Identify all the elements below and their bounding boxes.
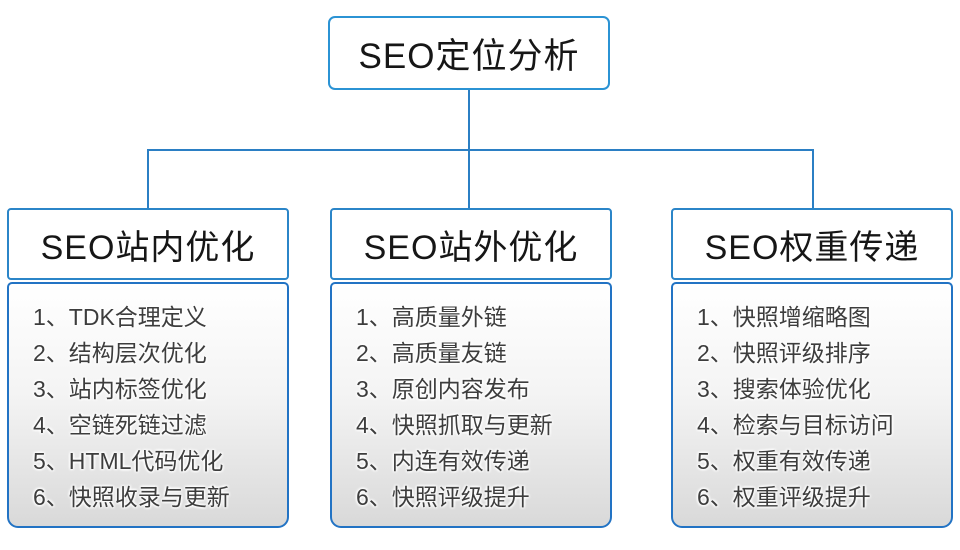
branch-item-list: 1、快照增缩略图 2、快照评级排序 3、搜索体验优化 4、检索与目标访问 5、权… (671, 282, 953, 528)
list-item: 5、权重有效传递 (697, 448, 871, 474)
list-item: 6、快照评级提升 (356, 484, 530, 510)
list-item: 4、检索与目标访问 (697, 412, 894, 438)
list-item: 1、高质量外链 (356, 304, 507, 330)
branch-weight-transfer: SEO权重传递 1、快照增缩略图 2、快照评级排序 3、搜索体验优化 4、检索与… (671, 208, 953, 528)
list-item: 2、高质量友链 (356, 340, 507, 366)
connector-right-vertical (812, 149, 814, 208)
connector-middle-vertical (468, 149, 470, 208)
root-node: SEO定位分析 (328, 16, 610, 90)
list-item: 6、权重评级提升 (697, 484, 871, 510)
list-item: 5、内连有效传递 (356, 448, 530, 474)
list-item: 3、搜索体验优化 (697, 376, 871, 402)
connector-horizontal (147, 149, 814, 151)
branch-item-list: 1、高质量外链 2、高质量友链 3、原创内容发布 4、快照抓取与更新 5、内连有… (330, 282, 612, 528)
branch-onsite-optimization: SEO站内优化 1、TDK合理定义 2、结构层次优化 3、站内标签优化 4、空链… (7, 208, 289, 528)
branch-header: SEO站内优化 (7, 208, 289, 280)
list-item: 5、HTML代码优化 (33, 448, 224, 474)
list-item: 6、快照收录与更新 (33, 484, 230, 510)
branch-header: SEO权重传递 (671, 208, 953, 280)
connector-left-vertical (147, 149, 149, 208)
branch-title: SEO权重传递 (704, 228, 920, 267)
list-item: 3、原创内容发布 (356, 376, 530, 402)
list-item: 2、结构层次优化 (33, 340, 207, 366)
connector-root-vertical (468, 90, 470, 150)
branch-header: SEO站外优化 (330, 208, 612, 280)
list-item: 1、TDK合理定义 (33, 304, 207, 330)
root-node-label: SEO定位分析 (358, 36, 580, 76)
list-item: 2、快照评级排序 (697, 340, 871, 366)
list-item: 3、站内标签优化 (33, 376, 207, 402)
branch-title: SEO站内优化 (40, 228, 256, 267)
branch-title: SEO站外优化 (363, 228, 579, 267)
branch-item-list: 1、TDK合理定义 2、结构层次优化 3、站内标签优化 4、空链死链过滤 5、H… (7, 282, 289, 528)
list-item: 1、快照增缩略图 (697, 304, 871, 330)
list-item: 4、快照抓取与更新 (356, 412, 553, 438)
branch-offsite-optimization: SEO站外优化 1、高质量外链 2、高质量友链 3、原创内容发布 4、快照抓取与… (330, 208, 612, 528)
list-item: 4、空链死链过滤 (33, 412, 207, 438)
